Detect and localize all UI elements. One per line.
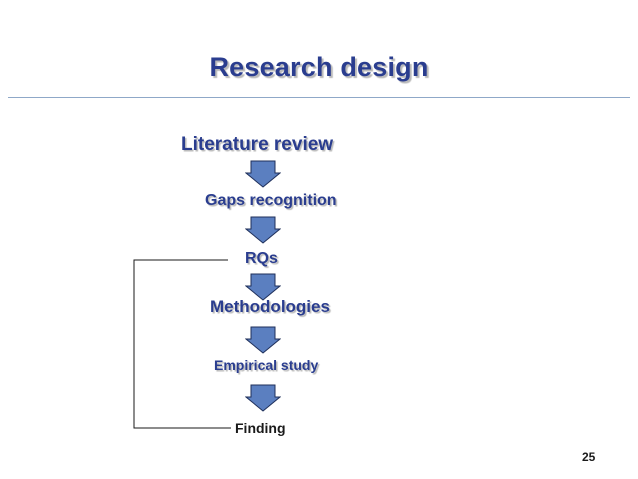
title-divider [8,97,630,98]
step-methodologies: Methodologies [210,297,330,316]
slide-title: Research design [209,52,429,82]
step-empirical-study: Empirical study [214,357,319,373]
step-literature-review: Literature review [181,134,334,155]
down-arrow-icon [245,160,281,188]
step-rqs: RQs [245,250,278,267]
down-arrow-icon [245,216,281,244]
down-arrow-icon [245,273,281,301]
step-gaps-recognition: Gaps recognition [205,192,337,209]
page-number: 25 [582,450,596,464]
down-arrow-icon [245,384,281,412]
down-arrow-icon [245,326,281,354]
step-finding: Finding [235,420,286,436]
